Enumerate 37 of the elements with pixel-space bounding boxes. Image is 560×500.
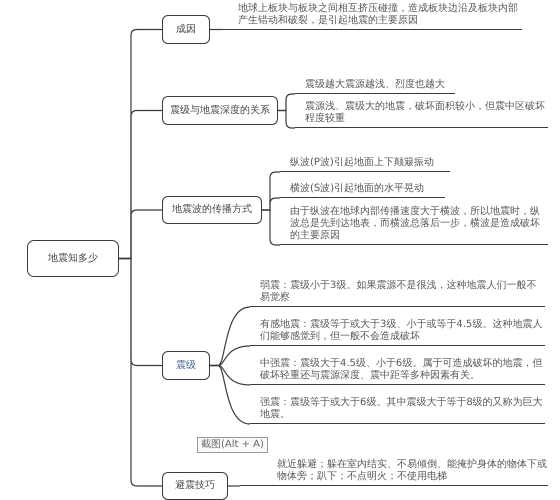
topic-box	[162, 472, 228, 500]
leaf-branch	[295, 79, 455, 94]
topic-box	[162, 351, 210, 380]
branch-text: 中强震：震级大于4.5级、小于6级。属于可造成破坏的地震，但破坏轻重还与震源深度、震中距等多种因素有关。	[260, 358, 544, 382]
leaf-branch	[295, 101, 548, 128]
branch-text: 震级越大震源越浅、烈度也越大	[305, 79, 446, 91]
connector-line	[278, 110, 295, 129]
branch-text: 有感地震：震级等于或大于3级、小于或等于4.5级。这种地震人们能够感觉到，但一般不会造成破坏	[260, 319, 544, 343]
leaf-branch	[280, 183, 445, 198]
leaf-branch	[240, 459, 548, 486]
branch-text: 地球上板块与板块之间相互挤压碰撞，造成板块边沿及板块内部产生错动和破裂，是引起地震的主要原因	[238, 2, 519, 26]
tooltip-box	[197, 437, 268, 453]
topic-label: 震级	[176, 360, 196, 372]
topic-label: 地震知多少	[48, 252, 98, 264]
branch-text: 强震：震级等于或大于6级。其中震级大于等于8级的又称为巨大地震。	[260, 397, 544, 421]
topic-box	[162, 196, 262, 224]
topic-box	[162, 15, 210, 44]
connector-line	[210, 28, 222, 30]
branch-text: 就近躲避；躲在室内结实、不易倾倒、能掩护身体的物体下或物体旁；趴下；不点明火；不使用电梯	[277, 459, 548, 483]
root-topic-box	[27, 240, 119, 277]
leaf-branch	[280, 157, 450, 172]
branch-text: 弱震：震级小于3级。如果震源不是很浅，这种地震人们一般不易觉察	[260, 280, 538, 304]
tooltip-text: 截图(Alt + A)	[201, 439, 264, 451]
connector-line	[119, 258, 162, 487]
topic-box	[162, 96, 278, 125]
topic-label: 震级与地震深度的关系	[170, 104, 270, 116]
connector-line	[210, 364, 250, 425]
topic-label: 地震波的传播方式	[172, 204, 252, 216]
branch-text: 纵波(P波)引起地面上下颠簸振动	[290, 157, 435, 169]
connector-line	[228, 485, 240, 487]
leaf-branch	[250, 280, 545, 307]
branch-text: 横波(S波)引起地面的水平晃动	[290, 183, 426, 195]
topic-label: 避震技巧	[175, 480, 215, 492]
leaf-branch	[222, 2, 522, 30]
branch-text: 震源浅、震级大的地震，破坏面积较小，但震中区破坏程度较重	[305, 101, 546, 125]
branch-text: 由于纵波在地球内部传播速度大于横波，所以地震时，纵波总是先到达地表，而横波总落后一步，横波是造成破坏的主要原因	[290, 206, 541, 242]
topic-label: 成因	[176, 24, 196, 36]
